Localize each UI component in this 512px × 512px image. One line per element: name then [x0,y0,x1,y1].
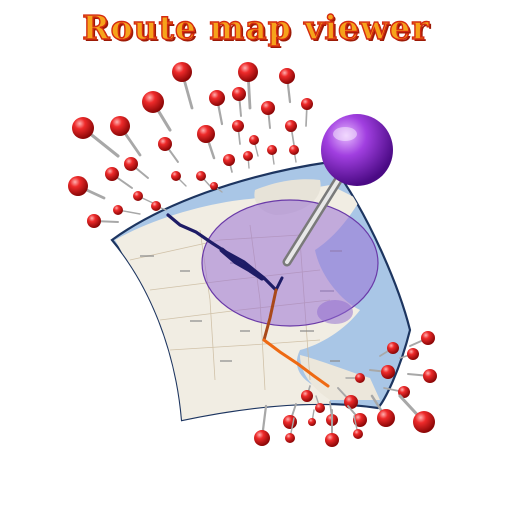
red-pin-head [223,154,235,166]
red-pin-head [289,145,299,155]
red-pin-head [353,429,363,439]
red-pin-head [315,403,325,413]
red-pin-head [423,369,437,383]
route-path [166,213,330,388]
red-pin-head [158,137,172,151]
red-pin-head [113,205,123,215]
red-pin-head [87,214,101,228]
red-pin-head [171,171,181,181]
red-pin-head [110,116,130,136]
red-pin-head [105,167,119,181]
red-pin-head [301,98,313,110]
red-pin-head [283,415,297,429]
red-pin-head [142,91,164,113]
red-pin-head [133,191,143,201]
purple-location-pin [282,114,393,267]
red-pin-head [301,390,313,402]
app-title: Route map viewer [82,7,430,47]
red-pin-head [151,201,161,211]
red-pin-head [279,68,295,84]
red-pin-head [210,182,218,190]
red-pin-head [421,331,435,345]
red-pin-head [353,413,367,427]
red-pin-head [254,430,270,446]
red-pin-head [344,395,358,409]
red-pin-head [68,176,88,196]
red-pin-head [377,409,395,427]
red-pin-head [249,135,259,145]
red-pin-head [285,120,297,132]
red-pin-head [355,373,365,383]
red-pin-head [172,62,192,82]
red-pin-head [261,101,275,115]
red-pin-head [209,90,225,106]
red-pin-head [267,145,277,155]
red-pin-head [243,151,253,161]
red-pin-cluster [68,62,437,447]
red-pin-head [196,171,206,181]
red-pin-head [232,87,246,101]
red-pin-head [124,157,138,171]
red-pin-head [308,418,316,426]
red-pin-head [238,62,258,82]
red-pin-head [413,411,435,433]
red-pin-head [285,433,295,443]
red-pin-head [72,117,94,139]
red-pin-head [381,365,395,379]
red-pin-head [232,120,244,132]
red-pin-head [325,433,339,447]
red-pin-head [197,125,215,143]
red-pin-head [387,342,399,354]
red-pin-head [407,348,419,360]
